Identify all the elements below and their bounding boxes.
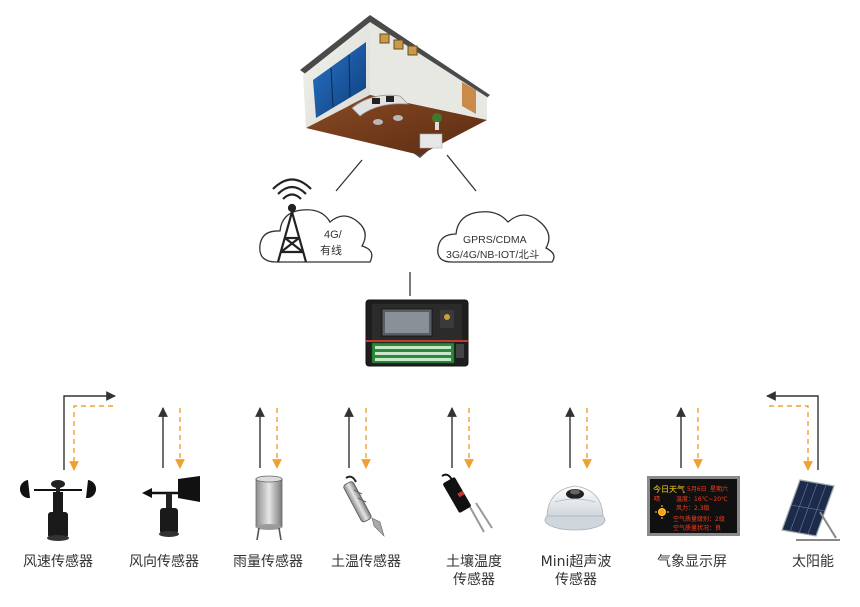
display-header: 今日天气 (653, 484, 685, 494)
video-wall (313, 42, 366, 118)
cloud-right-line2: 3G/4G/NB-IOT/北斗 (446, 249, 539, 261)
display-aqi-level: 空气质量级别：2级 (673, 515, 725, 523)
label-soil-temp-humidity-line1: 土壤温度 (446, 553, 502, 570)
label-ultrasonic-line1: Mini超声波 (541, 554, 612, 570)
anemometer-icon (19, 480, 97, 541)
arrow-down-solar (769, 405, 813, 471)
display-wind: 风力：2.3级 (676, 504, 710, 512)
sensor-labels: 风速传感器 风向传感器 雨量传感器 土温传感器 土壤温度 传感器 Mini超声波… (23, 553, 834, 588)
arrow-up-solar (766, 391, 819, 470)
network-cloud-wireless: GPRS/CDMA 3G/4G/NB-IOT/北斗 (437, 211, 555, 263)
cloud-left-line1: 4G/ (324, 229, 343, 241)
label-solar: 太阳能 (792, 554, 834, 570)
cloud-left-line2: 有线 (320, 243, 342, 257)
rain-gauge-icon (255, 475, 283, 541)
wind-vane-icon (142, 476, 200, 537)
cell-tower-icon (272, 178, 312, 263)
label-weather-display: 气象显示屏 (657, 554, 727, 570)
solar-panel-icon (781, 479, 840, 541)
weather-led-display: 今日天气 5月6日 星期六 晴 温度：16℃~20℃ 风力：2.3级 空气质量级… (647, 476, 740, 536)
display-condition: 晴 (654, 495, 660, 503)
signal-arrows (63, 391, 819, 471)
arrow-down-wind-speed (69, 405, 113, 471)
control-room-illustration (300, 15, 490, 158)
arrow-up-wind-speed (63, 391, 116, 470)
label-wind-speed: 风速传感器 (23, 553, 93, 570)
sun-icon (655, 505, 669, 519)
soil-moisture-probe-icon (441, 473, 493, 533)
soil-temperature-probe-icon (343, 475, 385, 538)
network-cloud-wired: 4G/ 有线 (259, 178, 373, 263)
link-room-right-cloud (446, 154, 477, 192)
ultrasonic-weather-station-icon (544, 485, 606, 531)
display-date: 5月6日 (687, 486, 707, 493)
label-rain: 雨量传感器 (233, 553, 303, 570)
label-soil-temp: 土温传感器 (331, 553, 401, 570)
cloud-right-line1: GPRS/CDMA (463, 234, 527, 246)
link-room-left-cloud (335, 159, 363, 192)
display-weekday: 星期六 (710, 485, 728, 493)
display-temperature: 温度：16℃~20℃ (676, 495, 728, 503)
label-ultrasonic-line2: 传感器 (555, 571, 597, 588)
label-wind-direction: 风向传感器 (129, 553, 199, 570)
label-soil-temp-humidity-line2: 传感器 (453, 571, 495, 588)
data-logger-device (365, 299, 469, 367)
display-aqi-status: 空气质量状况：良 (673, 524, 721, 532)
